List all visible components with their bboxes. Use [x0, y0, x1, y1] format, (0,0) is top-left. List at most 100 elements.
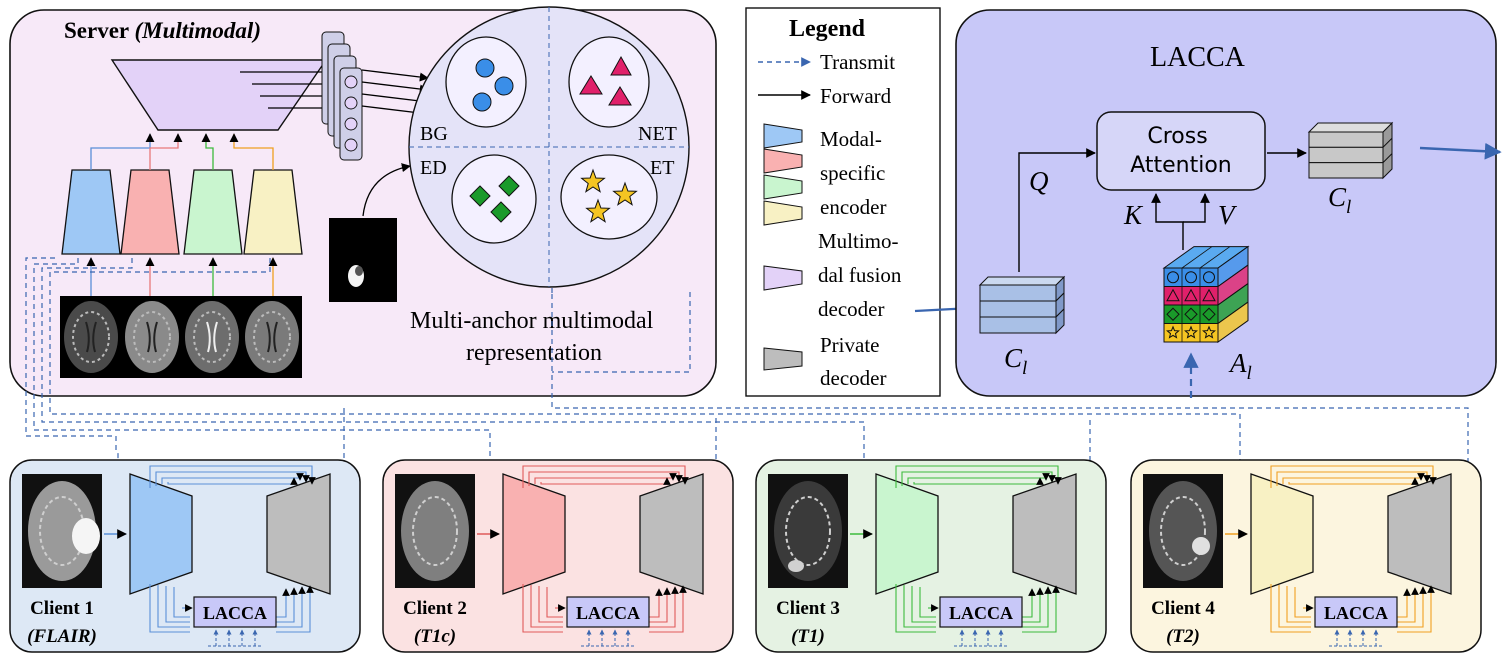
- ed-anchor-diamond-icon: [469, 185, 491, 207]
- cube-front-row: [1308, 131, 1384, 148]
- client-skip-connection: [1288, 477, 1419, 485]
- mri-strip: [60, 296, 302, 378]
- encoder-to-decoder-arrow: [90, 133, 155, 170]
- net-anchor-triangle-icon: [610, 55, 632, 76]
- legend-forward-label: Forward: [820, 84, 892, 108]
- input-feature-cube: [978, 275, 1066, 335]
- client-modal-encoder: [129, 473, 193, 595]
- legend-encoder-blue-icon: [763, 123, 803, 149]
- segmentation-mask-image: [329, 218, 397, 302]
- encoder-to-decoder-arrow: [201, 133, 214, 170]
- anchor-feature-cube: [1162, 245, 1250, 343]
- client-mri-brain: [774, 481, 842, 581]
- anchor-caption-line2: representation: [466, 340, 602, 366]
- client-lacca-to-decoder-line: [1022, 585, 1060, 633]
- client-skip-connection: [528, 471, 683, 486]
- cube-side-row: [1382, 152, 1393, 180]
- cube-front-row: [979, 284, 1057, 302]
- client-tumor-region: [1192, 537, 1210, 555]
- legend-title: Legend: [789, 16, 866, 42]
- client-lacca-to-decoder-line: [649, 587, 671, 623]
- client-encoder-to-lacca-line: [895, 584, 936, 633]
- client-skip-connection: [1276, 471, 1431, 486]
- client-lacca-label: LACCA: [203, 603, 267, 623]
- cube-front-row: [1308, 146, 1384, 164]
- client-skip-connection: [1270, 465, 1437, 488]
- client-skip-connection: [901, 471, 1056, 486]
- client-encoder-to-lacca-line: [530, 585, 563, 628]
- client-skip-connection: [155, 471, 310, 486]
- cross-attention-block: [1096, 111, 1266, 191]
- ed-label: ED: [420, 157, 447, 179]
- client-skip-connection: [895, 465, 1062, 488]
- feature-node-icon: [344, 138, 358, 152]
- anchor-triangle-symbol-icon: [1184, 288, 1198, 302]
- legend-modal-encoder-label: Modal- specific encoder: [820, 127, 891, 219]
- client-panel-1: Client 1 (FLAIR) LACCA: [9, 459, 361, 653]
- client-skip-connection: [534, 473, 677, 484]
- mri-brain-texture: [193, 311, 231, 363]
- client-modal-encoder: [502, 473, 566, 595]
- et-anchor-star-icon: [585, 198, 611, 223]
- bg-anchor-circle-icon: [472, 92, 492, 112]
- et-anchor-star-icon: [580, 168, 606, 193]
- feature-vector-stack: [321, 31, 363, 161]
- server-title: Server (Multimodal): [64, 18, 261, 43]
- output-feature-label: Cl: [1328, 182, 1351, 218]
- lacca-title: LACCA: [1150, 42, 1246, 73]
- client-lacca-module: [193, 596, 277, 628]
- client-mri-brain: [28, 481, 96, 581]
- anchor-cube-top-divider: [1199, 246, 1231, 269]
- legend-fusion-decoder-icon: [763, 265, 803, 291]
- lacca-output-transmit-arrow: [1419, 142, 1502, 160]
- client-encoder-to-lacca-line: [1294, 587, 1311, 618]
- lacca-panel: LACCA Cross Attention Q K V Cl Cl Al: [955, 9, 1502, 398]
- mri-brain-texture: [133, 311, 171, 363]
- anchor-triangle-symbol-icon: [1166, 288, 1180, 302]
- transmit-dashed-line: [552, 292, 691, 373]
- client-name: Client 4: [1151, 598, 1215, 619]
- bg-cluster: [445, 36, 527, 128]
- client-modal-encoder: [875, 473, 939, 595]
- cube-top: [978, 276, 1066, 286]
- client-modality: (FLAIR): [27, 626, 97, 647]
- client-encoder-to-lacca-line: [1286, 586, 1311, 623]
- client-name: Client 1: [30, 598, 94, 619]
- mri-ventricle: [85, 321, 97, 353]
- cross-attention-label: Cross Attention: [1130, 124, 1232, 178]
- anchor-cube-top-divider: [1181, 246, 1213, 269]
- client-mri-brain: [1149, 481, 1217, 581]
- client-skip-connection: [1282, 473, 1425, 484]
- client-lacca-label: LACCA: [576, 603, 640, 623]
- client-lacca-label: LACCA: [1324, 603, 1388, 623]
- client-lacca-module: [939, 596, 1023, 628]
- anchor-diamond-symbol-icon: [1184, 307, 1198, 321]
- legend-transmit-label: Transmit: [820, 50, 895, 74]
- client-encoder-to-lacca-line: [149, 584, 190, 633]
- encoder-to-decoder-arrow: [149, 133, 183, 170]
- cube-front-row: [979, 300, 1057, 318]
- server-panel: Server (Multimodal): [9, 6, 717, 397]
- mri-ventricle: [266, 321, 278, 353]
- input-feature-label: Cl: [1004, 343, 1027, 379]
- client-lacca-to-decoder-line: [1397, 588, 1411, 618]
- client-lacca-to-decoder-line: [1022, 586, 1052, 628]
- legend-encoder-yellow-icon: [763, 200, 803, 226]
- client-name: Client 3: [776, 598, 840, 619]
- anchor-caption-line1: Multi-anchor multimodal: [410, 308, 654, 334]
- transmit-dashed-line: [49, 258, 1241, 488]
- client-mri-brain: [401, 481, 469, 581]
- transmit-dashed-line: [551, 288, 1469, 633]
- bg-label: BG: [420, 123, 448, 145]
- client-encoder-to-lacca-line: [522, 584, 563, 633]
- cube-front-row: [979, 316, 1057, 334]
- client-tumor-region: [788, 560, 804, 572]
- net-anchor-triangle-icon: [608, 86, 632, 106]
- legend-fusion-decoder-label: Multimo- dal fusion decoder: [818, 229, 907, 321]
- value-label: V: [1218, 200, 1238, 230]
- client-panel-2: Client 2(T1c)LACCA: [382, 459, 734, 653]
- client-skip-connection: [540, 477, 671, 485]
- client-mri-texture: [785, 496, 831, 566]
